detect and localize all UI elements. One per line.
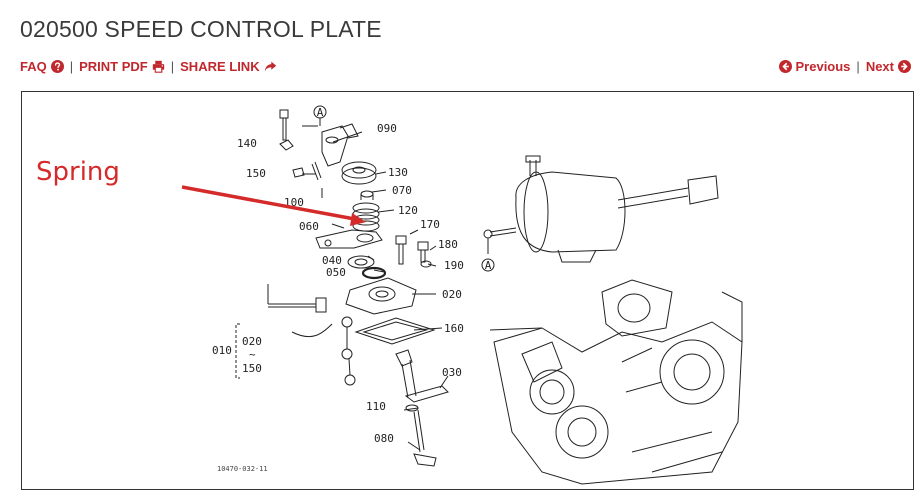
figure-code: 10470-032-11 — [217, 465, 268, 473]
part-label: 150 — [242, 362, 262, 375]
faq-link[interactable]: FAQ — [20, 59, 64, 74]
part-label: 060 — [299, 220, 319, 233]
arrow-left-circle-icon — [778, 60, 792, 73]
part-label: 130 — [388, 166, 408, 179]
part-label: 020 — [242, 335, 262, 348]
page-actions: FAQ | PRINT PDF | SHARE LINK — [20, 59, 277, 74]
next-link[interactable]: Next — [866, 59, 911, 74]
callout-a-top: A — [313, 105, 327, 126]
part-label: 080 — [374, 432, 394, 445]
part-label: 020 — [442, 288, 462, 301]
part-label: 090 — [377, 122, 397, 135]
separator: | — [69, 59, 74, 74]
part-label: 030 — [442, 366, 462, 379]
part-label: 010 — [212, 344, 232, 357]
separator: | — [856, 59, 860, 74]
part-label: 170 — [420, 218, 440, 231]
spring-annotation: Spring — [36, 157, 120, 187]
part-label: 040 — [322, 254, 342, 267]
part-label: 120 — [398, 204, 418, 217]
previous-label: Previous — [795, 59, 851, 74]
callout-a-label: A — [317, 106, 324, 119]
separator: | — [170, 59, 175, 74]
part-label: 140 — [237, 137, 257, 150]
part-label: 070 — [392, 184, 412, 197]
callout-a-right: A — [481, 258, 495, 272]
callout-a-label: A — [485, 259, 492, 272]
question-circle-icon — [50, 60, 64, 73]
part-label: 160 — [444, 322, 464, 335]
pager: Previous | Next — [778, 59, 911, 74]
share-arrow-icon — [264, 61, 276, 72]
part-label: 180 — [438, 238, 458, 251]
part-label: 110 — [366, 400, 386, 413]
part-label: ~ — [249, 348, 256, 361]
part-label: 050 — [326, 266, 346, 279]
exploded-parts-diagram: A A 140 090 150 130 100 070 120 060 170 … — [181, 105, 743, 485]
part-label: 190 — [444, 259, 464, 272]
print-pdf-label: PRINT PDF — [79, 59, 148, 74]
faq-link-label: FAQ — [20, 59, 47, 74]
part-label: 150 — [246, 167, 266, 180]
arrow-right-circle-icon — [898, 60, 911, 73]
annotation-arrow — [181, 185, 366, 226]
next-label: Next — [865, 59, 894, 74]
previous-link[interactable]: Previous — [778, 59, 851, 74]
print-pdf-link[interactable]: PRINT PDF — [79, 59, 165, 74]
parts-diagram-frame: A A 140 090 150 130 100 070 120 060 170 … — [21, 91, 914, 490]
printer-icon — [152, 60, 164, 73]
page-title: 020500 SPEED CONTROL PLATE — [20, 16, 382, 42]
share-link[interactable]: SHARE LINK — [180, 59, 276, 74]
share-link-label: SHARE LINK — [180, 59, 260, 74]
